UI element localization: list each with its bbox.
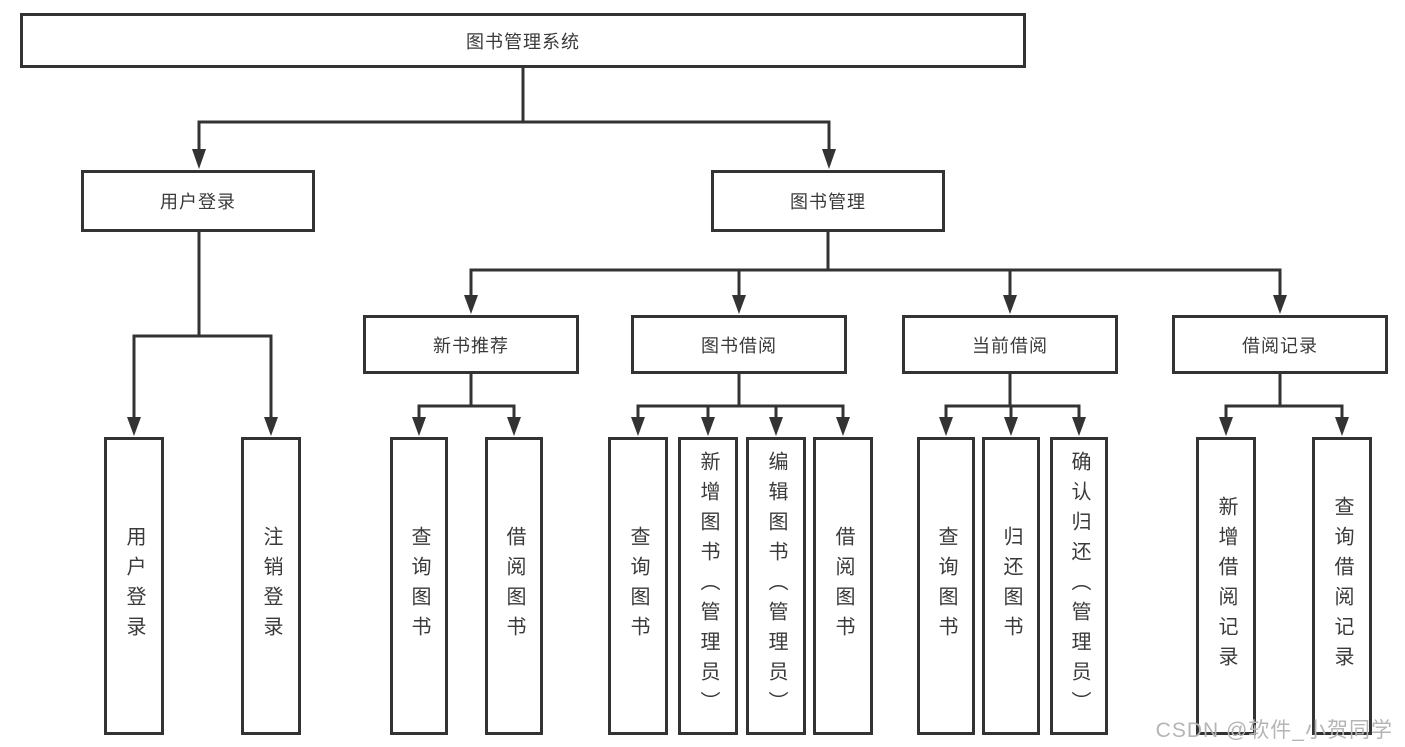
node-label: 新增图书（管理员） bbox=[697, 451, 719, 721]
node-label: 用户登录 bbox=[123, 526, 145, 646]
leaf-add-borrow-record: 新增借阅记录 bbox=[1196, 437, 1256, 735]
node-user-login: 用户登录 bbox=[81, 170, 315, 232]
node-label: 查询借阅记录 bbox=[1331, 496, 1353, 676]
node-borrowing-records: 借阅记录 bbox=[1172, 315, 1388, 374]
leaf-edit-books-admin: 编辑图书（管理员） bbox=[746, 437, 806, 735]
leaf-query-books: 查询图书 bbox=[390, 437, 448, 735]
edge-book-borrowing-to-leaves bbox=[631, 374, 850, 436]
node-label: 新书推荐 bbox=[433, 335, 509, 356]
edge-book-management-to-level3 bbox=[464, 232, 1287, 314]
watermark: CSDN @软件_小贺同学 bbox=[1155, 719, 1393, 742]
node-label: 查询图书 bbox=[627, 526, 649, 646]
node-label: 图书管理系统 bbox=[466, 31, 580, 52]
leaf-logout: 注销登录 bbox=[241, 437, 301, 735]
leaf-user-login: 用户登录 bbox=[104, 437, 164, 735]
node-label: 归还图书 bbox=[1000, 526, 1022, 646]
leaf-add-books-admin: 新增图书（管理员） bbox=[678, 437, 738, 735]
node-new-book-recommendation: 新书推荐 bbox=[363, 315, 579, 374]
node-label: 确认归还（管理员） bbox=[1068, 451, 1090, 721]
edge-current-borrowing-to-leaves bbox=[939, 374, 1086, 436]
node-current-borrowing: 当前借阅 bbox=[902, 315, 1118, 374]
leaf-query-books: 查询图书 bbox=[608, 437, 668, 735]
node-label: 借阅记录 bbox=[1242, 335, 1318, 356]
node-book-management: 图书管理 bbox=[711, 170, 945, 232]
edge-new-book-recommendation-to-leaves bbox=[412, 374, 521, 436]
node-label: 借阅图书 bbox=[503, 526, 525, 646]
leaf-borrow-books: 借阅图书 bbox=[485, 437, 543, 735]
edge-borrowing-records-to-leaves bbox=[1219, 374, 1349, 436]
leaf-query-borrow-record: 查询借阅记录 bbox=[1312, 437, 1372, 735]
edge-user-login-to-leaves bbox=[127, 232, 278, 436]
node-label: 当前借阅 bbox=[972, 335, 1048, 356]
leaf-borrow-books: 借阅图书 bbox=[813, 437, 873, 735]
node-library-management-system: 图书管理系统 bbox=[20, 13, 1026, 68]
leaf-query-books: 查询图书 bbox=[917, 437, 975, 735]
node-label: 图书管理 bbox=[790, 192, 866, 212]
node-label: 新增借阅记录 bbox=[1215, 496, 1237, 676]
leaf-confirm-return-admin: 确认归还（管理员） bbox=[1050, 437, 1108, 735]
node-label: 用户登录 bbox=[160, 192, 236, 212]
node-label: 图书借阅 bbox=[701, 335, 777, 356]
node-label: 编辑图书（管理员） bbox=[765, 451, 787, 721]
node-label: 注销登录 bbox=[260, 526, 282, 646]
edge-root-to-level2 bbox=[192, 68, 836, 169]
leaf-return-books: 归还图书 bbox=[982, 437, 1040, 735]
node-book-borrowing: 图书借阅 bbox=[631, 315, 847, 374]
node-label: 借阅图书 bbox=[832, 526, 854, 646]
node-label: 查询图书 bbox=[935, 526, 957, 646]
node-label: 查询图书 bbox=[408, 526, 430, 646]
